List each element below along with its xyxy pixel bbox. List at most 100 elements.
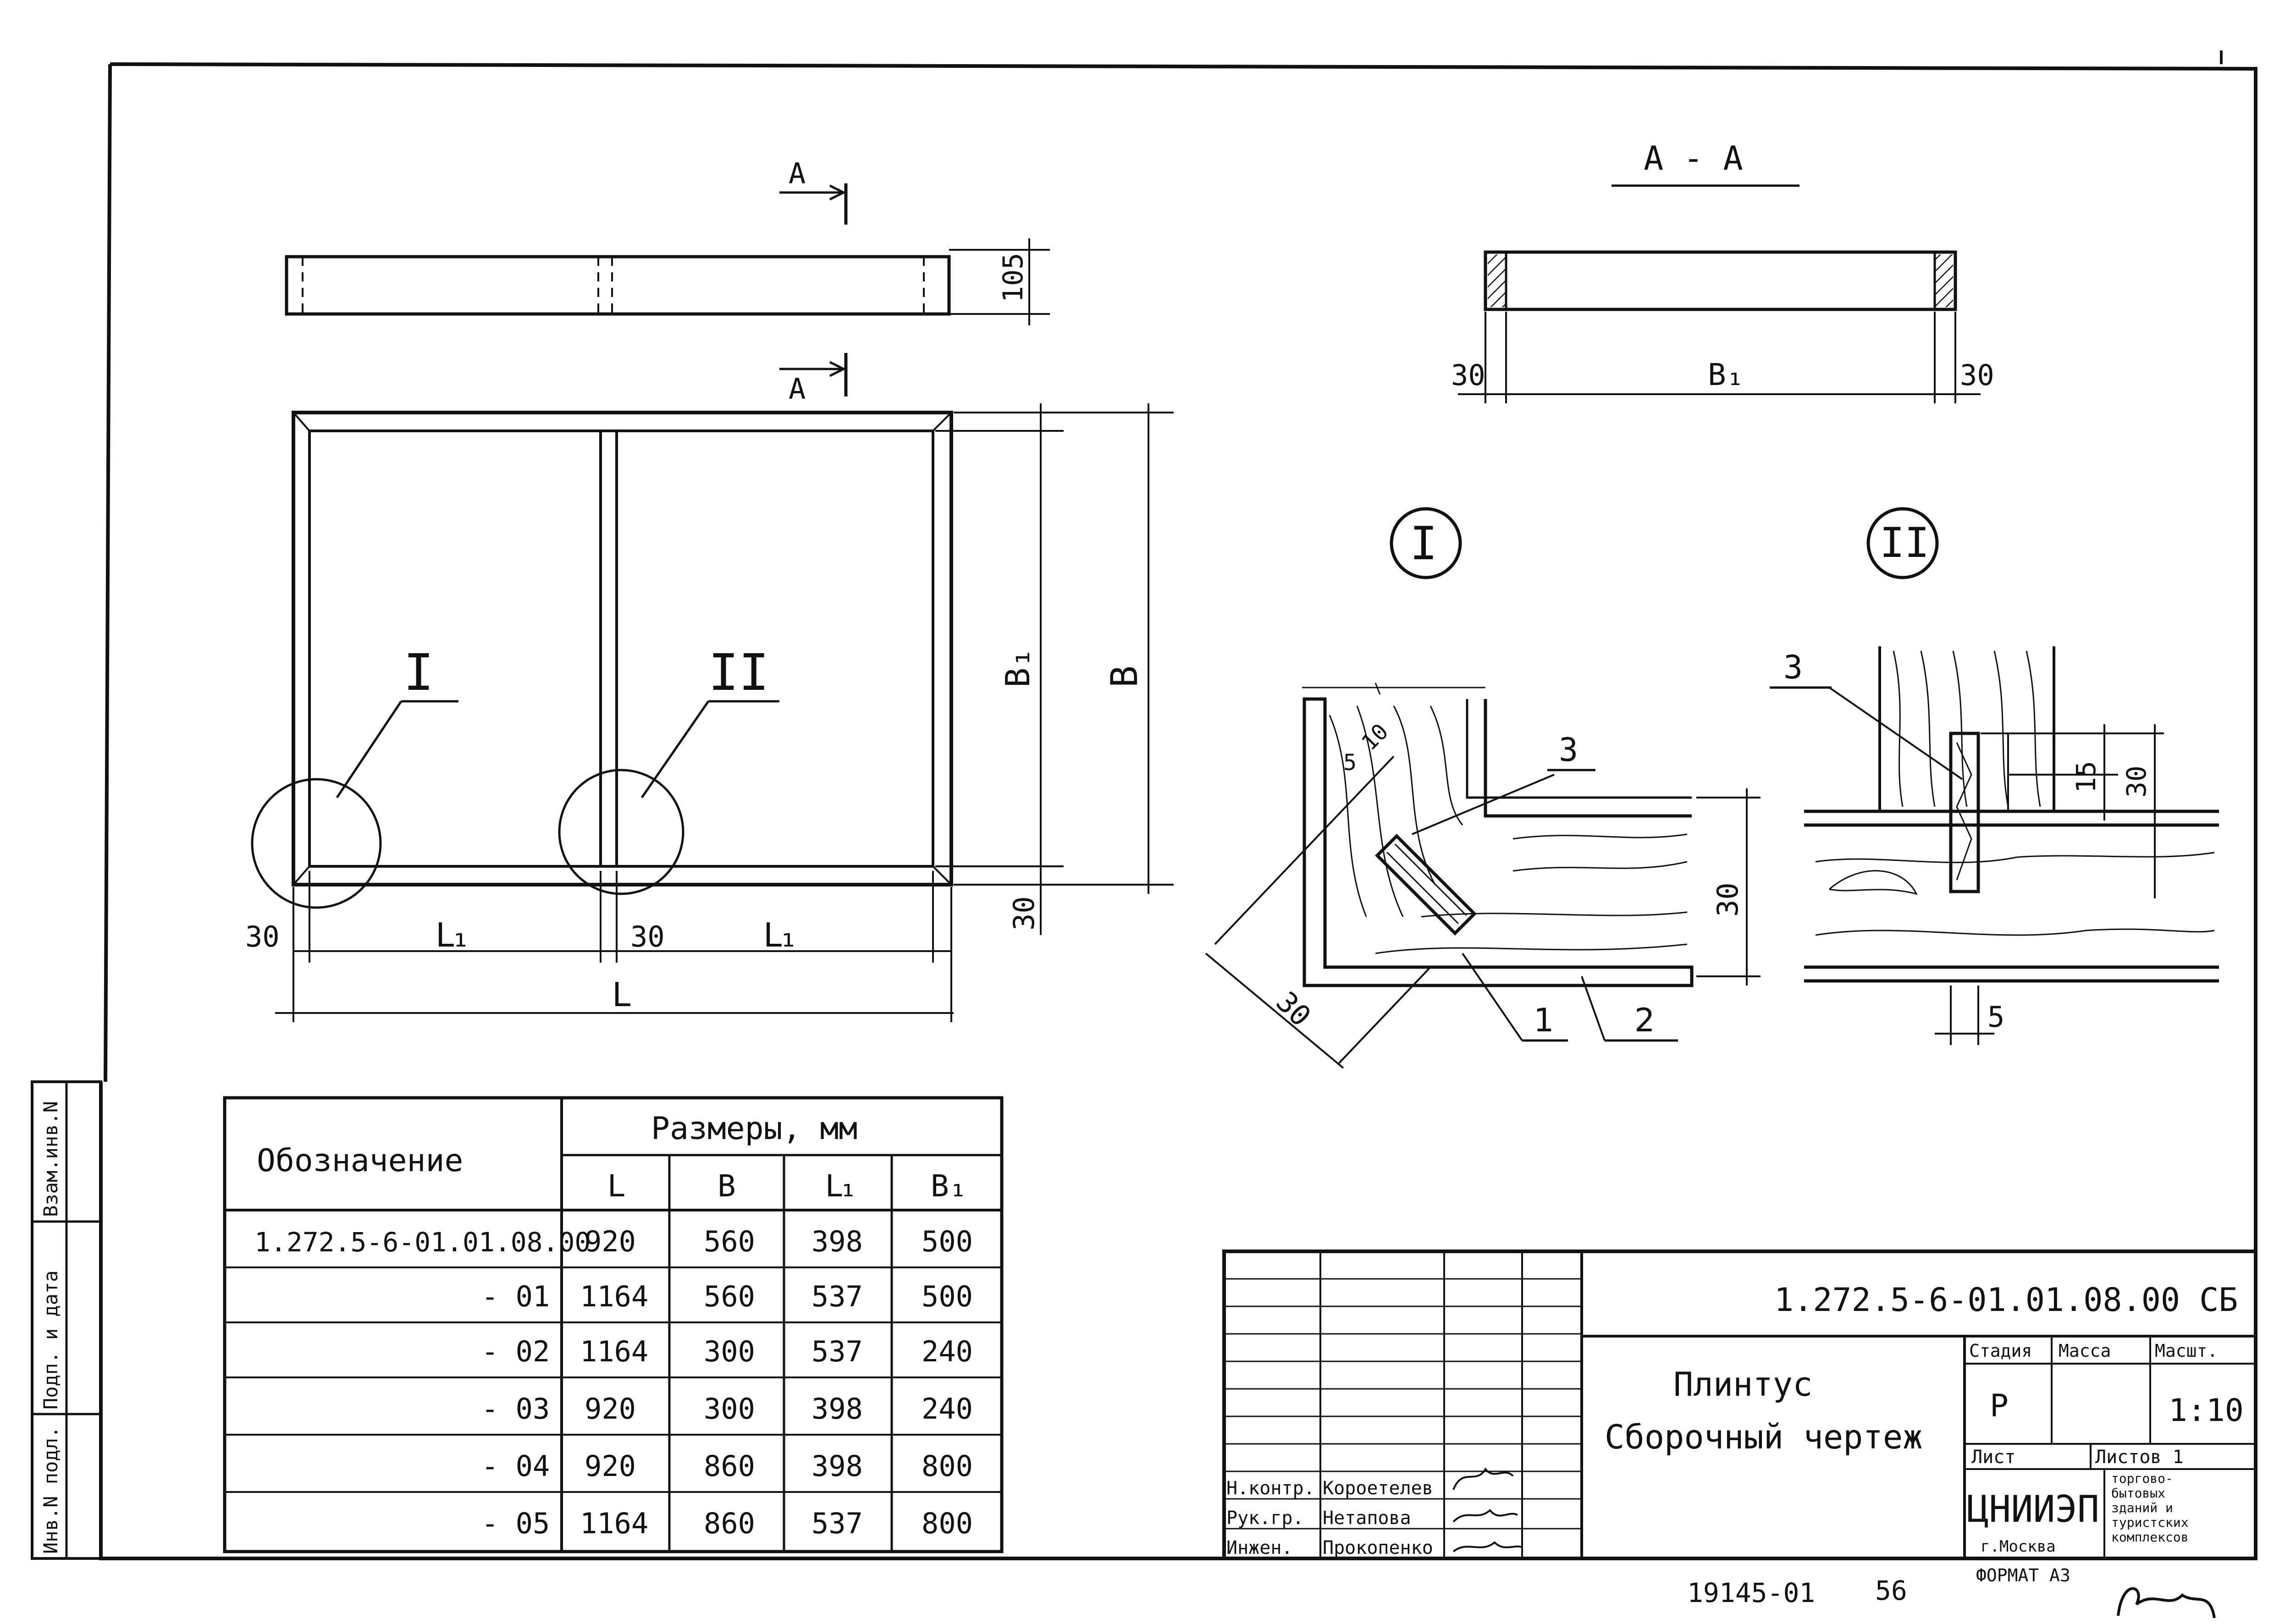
name-3: Прокопенко <box>1323 1537 1433 1558</box>
table-row-0-l1: 398 <box>811 1225 863 1258</box>
dim-plan-b1: B₁ <box>999 648 1037 688</box>
stage-value: Р <box>1990 1388 2009 1424</box>
detail-marker-1: I <box>1390 507 1462 579</box>
table-row-1-code: - 01 <box>481 1280 550 1313</box>
section-mark-lower: А <box>779 353 848 406</box>
dim-plan-l1-right: L₁ <box>763 916 795 954</box>
detail-2-dim-15: 15 <box>2070 761 2102 793</box>
scale-label: Масшт. <box>2155 1341 2218 1361</box>
dim-top-height: 105 <box>997 253 1029 303</box>
org-name: ЦНИИЭП <box>1967 1488 2099 1530</box>
header-designation: Обозначение <box>257 1143 463 1179</box>
detail-2-drawing: 3 15 30 5 <box>1770 646 2219 1045</box>
org-note-1: торгово- <box>2111 1471 2173 1486</box>
dim-plan-30-bottom: 30 <box>1007 896 1041 930</box>
mass-label: Масса <box>2059 1341 2111 1361</box>
dim-plan-30-mid: 30 <box>630 920 665 953</box>
signature-1 <box>1452 1467 1514 1490</box>
stamp-replace-label: Взам.инв.N <box>39 1101 62 1217</box>
role-1: Н.контр. <box>1226 1478 1315 1499</box>
detail-1-circle <box>251 778 382 909</box>
table-row-1-b1: 500 <box>922 1280 973 1313</box>
table-row-4-code: - 04 <box>481 1449 550 1483</box>
name-1: Короетелев <box>1323 1478 1433 1499</box>
table-row-5-l: 1164 <box>580 1507 648 1540</box>
table-row-2-l: 1164 <box>580 1335 648 1368</box>
table-row-0-l: 920 <box>585 1225 636 1258</box>
detail-2-dim-30: 30 <box>2121 765 2152 798</box>
table-row-0-b: 560 <box>704 1225 755 1258</box>
scale-value: 1:10 <box>2169 1393 2244 1429</box>
table-row-4-b1: 800 <box>922 1449 973 1483</box>
table-row-1-l: 1164 <box>580 1280 648 1313</box>
signature-3 <box>1452 1541 1523 1552</box>
header-l: L <box>607 1168 624 1204</box>
detail-1-dim-30: 30 <box>1711 882 1744 917</box>
signature-2 <box>1452 1509 1518 1523</box>
table-row-3-code: - 03 <box>481 1392 550 1426</box>
footer-page: 56 <box>1875 1575 1907 1606</box>
sheet-label: Лист <box>1971 1447 2015 1468</box>
detail-2-dim-5: 5 <box>1987 1000 2004 1034</box>
sheet-frame <box>99 50 2257 1560</box>
org-note-5: комплексов <box>2111 1530 2189 1545</box>
detail-1-dim-10: 10 <box>1357 719 1393 755</box>
header-b: B <box>718 1168 736 1204</box>
detail-1-part-2: 2 <box>1634 1002 1655 1039</box>
table-row-1-b: 560 <box>704 1280 755 1313</box>
table-row-5-l1: 537 <box>811 1507 863 1540</box>
footer-format: ФОРМАТ А3 <box>1976 1565 2070 1585</box>
title-line-2: Сборочный чертеж <box>1605 1418 1923 1456</box>
table-row-3-b1: 240 <box>922 1392 973 1426</box>
callout-detail-1: I <box>403 643 434 702</box>
title-line-1: Плинтус <box>1673 1365 1812 1404</box>
table-row-2-l1: 537 <box>811 1335 863 1368</box>
table-row-2-b: 300 <box>704 1335 755 1368</box>
table-row-5-b1: 800 <box>922 1507 973 1540</box>
name-2: Нетапова <box>1323 1508 1411 1529</box>
doc-code: 1.272.5-6-01.01.08.00 СБ <box>1774 1281 2238 1319</box>
plan-view: I II 30 L₁ 30 L₁ L B₁ B 30 <box>245 403 1174 1022</box>
dim-section-mid: B₁ <box>1708 357 1744 392</box>
table-row-2-b1: 240 <box>922 1335 973 1368</box>
header-l1: L₁ <box>825 1168 854 1204</box>
footer-signature <box>2117 1587 2216 1618</box>
top-view: 105 <box>285 238 1050 325</box>
sizes-table: Обозначение Размеры, мм L B L₁ B₁ 1.272.… <box>223 1096 1004 1553</box>
section-aa-title: А - А <box>1644 139 1743 177</box>
detail-1-drawing: 3 30 5 10 30 1 2 <box>1205 683 1761 1069</box>
org-note-3: зданий и <box>2111 1500 2173 1515</box>
dim-plan-l-total: L <box>612 975 630 1014</box>
detail-2-circle <box>558 769 684 895</box>
table-row-4-l1: 398 <box>811 1449 863 1483</box>
section-mark-label-lower: А <box>789 372 806 406</box>
table-row-3-b: 300 <box>704 1392 755 1426</box>
header-b1: B₁ <box>931 1168 967 1204</box>
org-note-4: туристских <box>2111 1515 2189 1530</box>
table-row-3-l: 920 <box>585 1392 636 1426</box>
table-row-2-code: - 02 <box>481 1335 550 1368</box>
stamp-sign-label: Подп. и дата <box>39 1271 62 1409</box>
callout-detail-2: II <box>708 643 769 702</box>
footer: 19145-01 56 ФОРМАТ А3 <box>1687 1565 2216 1618</box>
table-row-5-b: 860 <box>704 1507 755 1540</box>
detail-1-part-1: 1 <box>1534 1002 1554 1039</box>
table-row-0-code: 1.272.5-6-01.01.08.00 <box>254 1227 591 1258</box>
title-block: 1.272.5-6-01.01.08.00 СБ Плинтус Сборочн… <box>1222 1250 2257 1560</box>
role-3: Инжен. <box>1226 1537 1293 1558</box>
section-aa: А - А 30 B₁ 30 <box>1451 139 1994 403</box>
detail-marker-2: II <box>1866 507 1939 579</box>
detail-1-part-3: 3 <box>1559 731 1578 769</box>
stage-label: Стадия <box>1969 1341 2032 1361</box>
table-row-3-l1: 398 <box>811 1392 863 1426</box>
detail-1-dim-30-diag: 30 <box>1269 985 1317 1033</box>
section-mark-upper: А <box>779 157 848 225</box>
org-city: г.Москва <box>1981 1537 2056 1556</box>
footer-number: 19145-01 <box>1687 1577 1815 1608</box>
table-row-4-b: 860 <box>704 1449 755 1483</box>
dim-section-left: 30 <box>1451 358 1485 392</box>
sheets-label: Листов 1 <box>2095 1447 2184 1468</box>
table-row-5-code: - 05 <box>481 1507 550 1540</box>
table-row-1-l1: 537 <box>811 1280 863 1313</box>
stamp-inv-label: Инв.N подл. <box>39 1426 62 1554</box>
